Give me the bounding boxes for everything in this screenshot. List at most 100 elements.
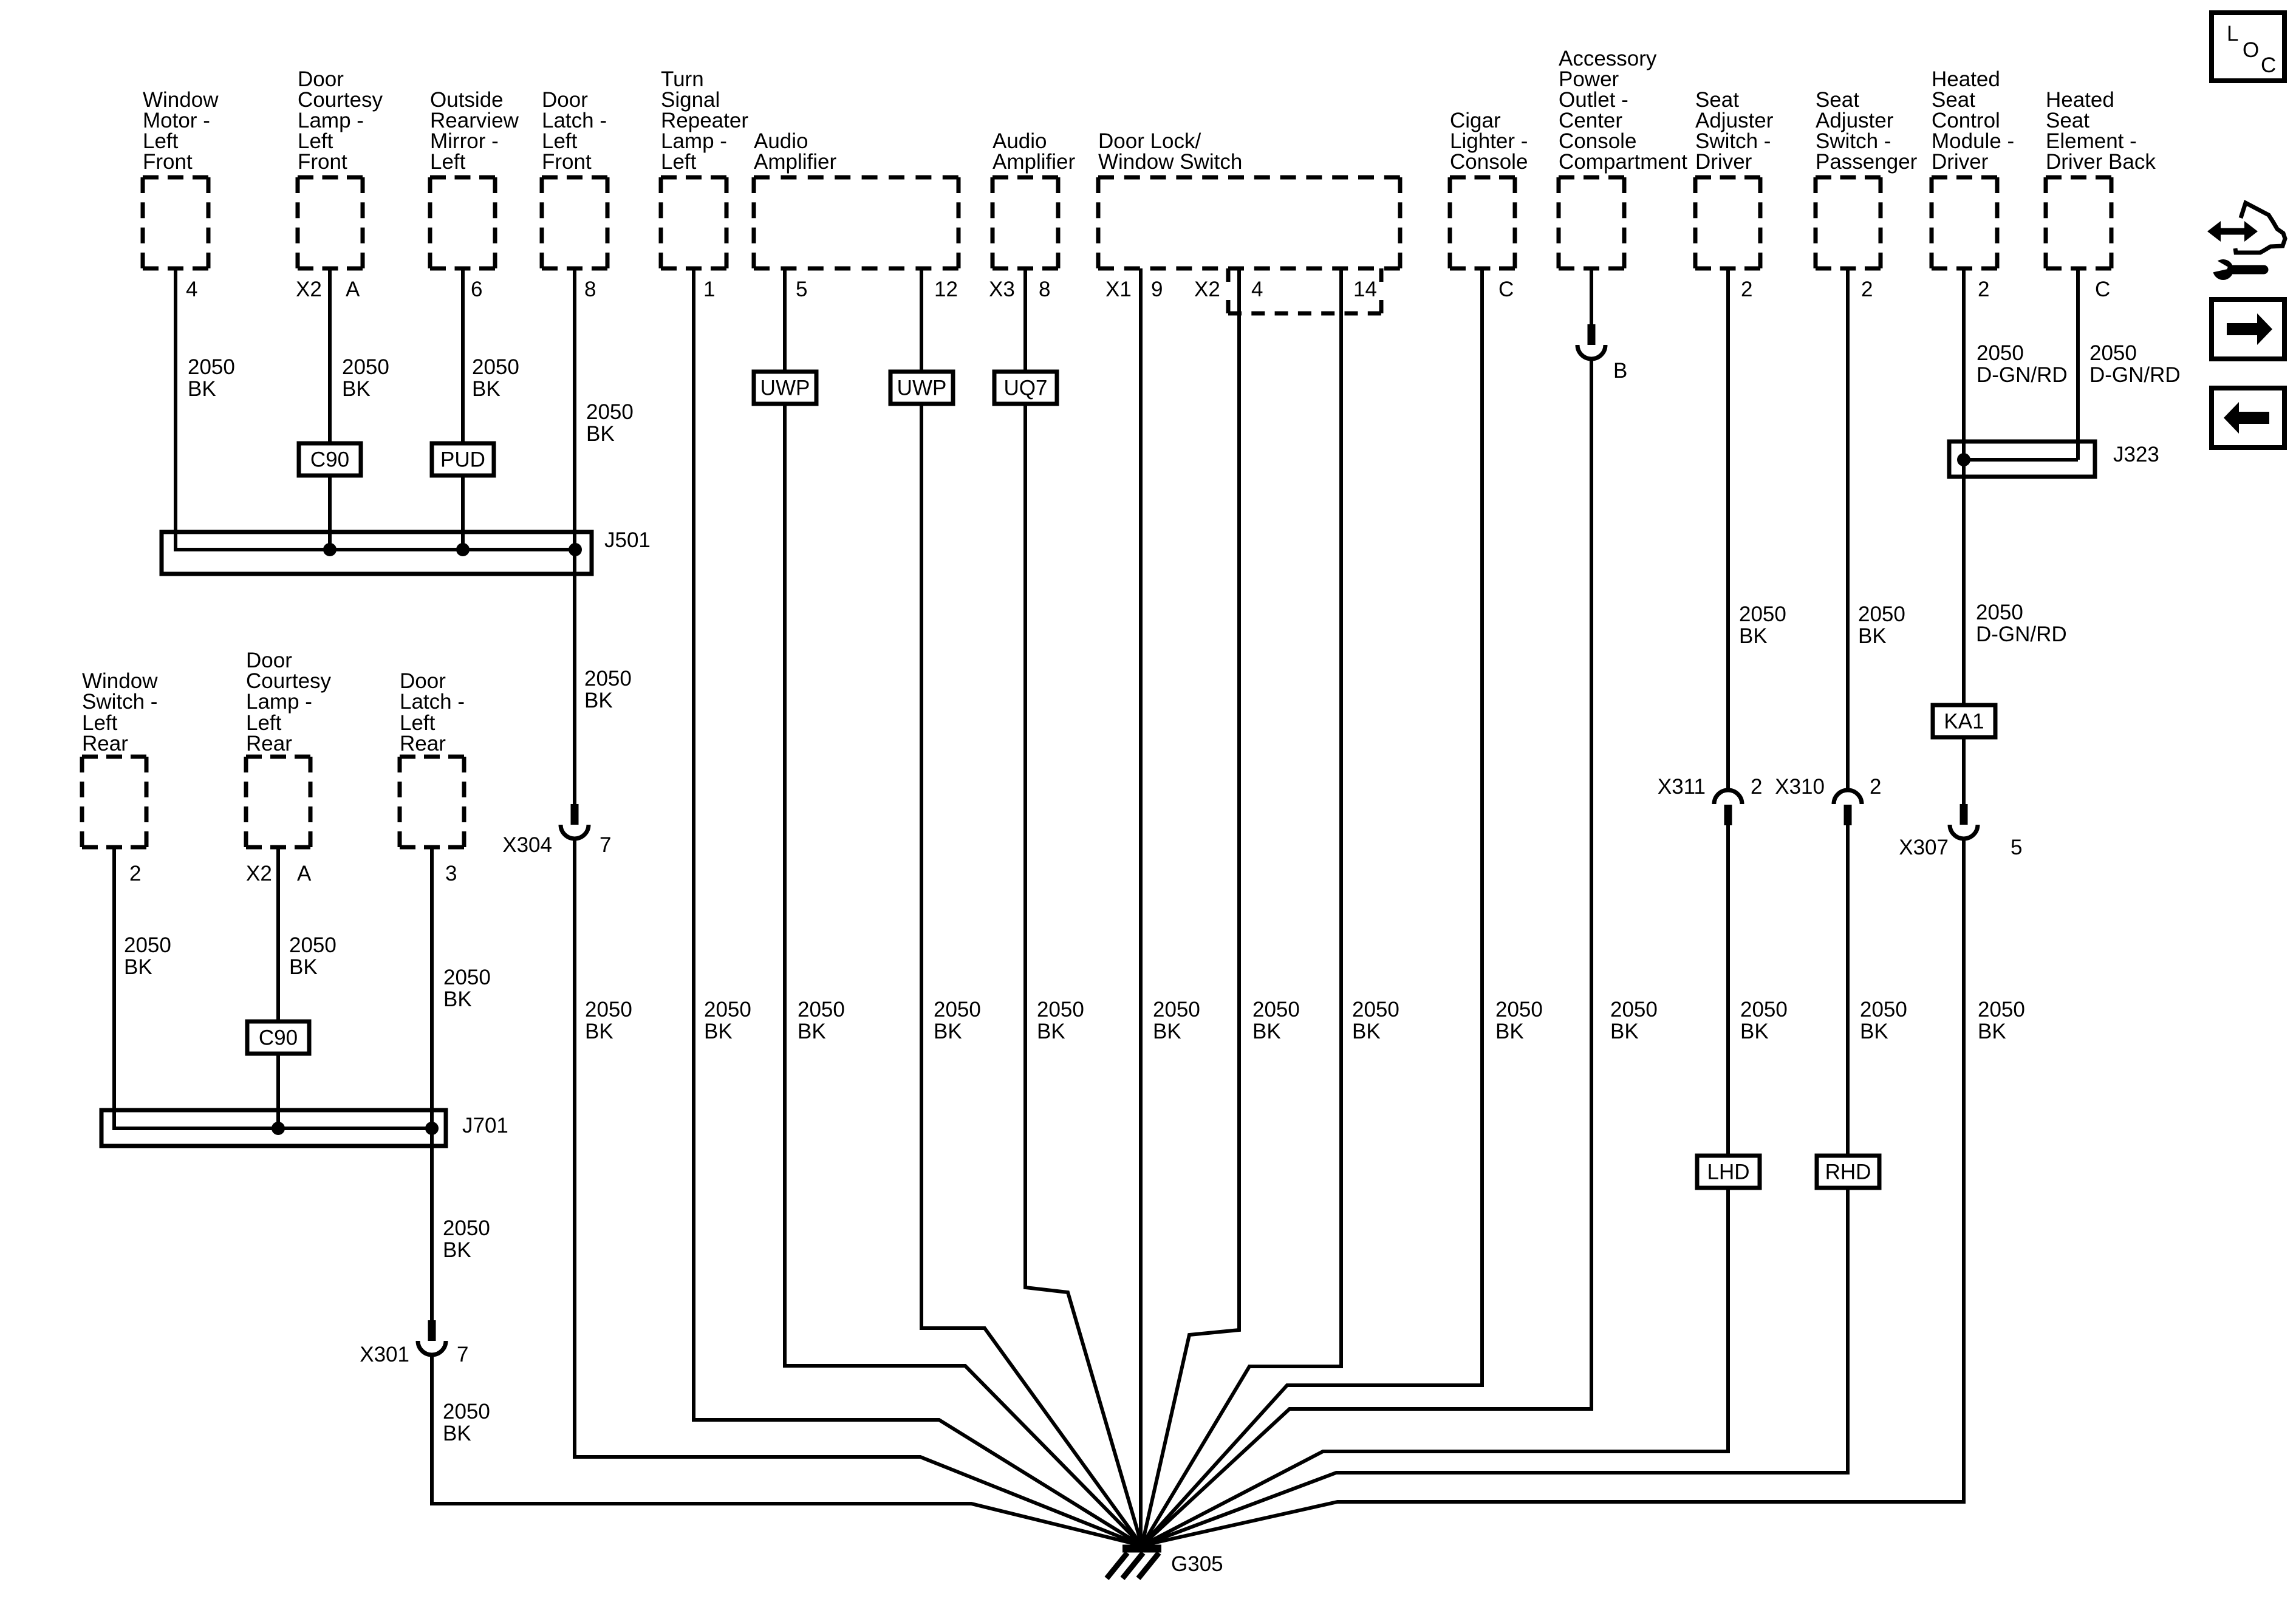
svg-text:2050: 2050 xyxy=(443,1216,490,1240)
svg-text:Turn: Turn xyxy=(661,67,704,91)
svg-text:Outlet -: Outlet - xyxy=(1559,88,1628,112)
svg-text:Window: Window xyxy=(82,669,158,693)
svg-text:Passenger: Passenger xyxy=(1816,150,1918,174)
svg-text:Control: Control xyxy=(1932,109,2000,132)
svg-text:Center: Center xyxy=(1559,109,1622,132)
svg-text:Accessory: Accessory xyxy=(1559,47,1657,70)
svg-text:BK: BK xyxy=(124,955,152,979)
svg-text:7: 7 xyxy=(600,833,611,857)
svg-text:BK: BK xyxy=(1352,1020,1381,1043)
svg-text:Left: Left xyxy=(298,129,333,153)
svg-text:Switch -: Switch - xyxy=(1695,129,1771,153)
svg-text:Left: Left xyxy=(246,711,282,735)
svg-text:Latch -: Latch - xyxy=(400,690,465,714)
svg-text:BK: BK xyxy=(1495,1020,1524,1043)
svg-text:2050: 2050 xyxy=(342,355,389,379)
svg-text:Adjuster: Adjuster xyxy=(1816,109,1894,132)
svg-text:A: A xyxy=(297,862,312,885)
svg-text:BK: BK xyxy=(342,377,371,401)
svg-text:2050: 2050 xyxy=(1977,341,2024,365)
svg-text:Mirror -: Mirror - xyxy=(430,129,499,153)
svg-text:Front: Front xyxy=(143,150,193,174)
svg-text:2050: 2050 xyxy=(1252,998,1300,1021)
svg-text:5: 5 xyxy=(796,278,807,301)
svg-text:Driver: Driver xyxy=(1695,150,1752,174)
svg-text:Rear: Rear xyxy=(400,732,446,755)
svg-text:BK: BK xyxy=(1037,1020,1065,1043)
svg-text:BK: BK xyxy=(1740,1020,1769,1043)
svg-text:2050: 2050 xyxy=(1978,998,2025,1021)
svg-text:4: 4 xyxy=(186,278,197,301)
svg-text:KA1: KA1 xyxy=(1944,710,1984,734)
svg-text:Rearview: Rearview xyxy=(430,109,519,132)
svg-text:2050: 2050 xyxy=(472,355,519,379)
svg-text:2050: 2050 xyxy=(1860,998,1907,1021)
svg-text:2050: 2050 xyxy=(798,998,845,1021)
svg-text:RHD: RHD xyxy=(1825,1161,1871,1184)
svg-text:Lighter -: Lighter - xyxy=(1450,129,1528,153)
svg-text:B: B xyxy=(1613,359,1627,383)
svg-text:Switch -: Switch - xyxy=(82,690,157,714)
svg-text:1: 1 xyxy=(703,278,715,301)
svg-text:2: 2 xyxy=(1870,775,1881,799)
svg-text:X307: X307 xyxy=(1899,836,1949,859)
svg-text:Motor -: Motor - xyxy=(143,109,210,132)
svg-text:BK: BK xyxy=(586,422,615,446)
svg-text:Latch -: Latch - xyxy=(542,109,607,132)
svg-text:BK: BK xyxy=(472,377,501,401)
svg-text:2050: 2050 xyxy=(2089,341,2137,365)
svg-text:D-GN/RD: D-GN/RD xyxy=(2089,363,2181,387)
svg-text:UQ7: UQ7 xyxy=(1004,377,1048,400)
svg-text:BK: BK xyxy=(289,955,318,979)
svg-text:Left: Left xyxy=(143,129,179,153)
svg-text:C: C xyxy=(1498,278,1514,301)
svg-text:C90: C90 xyxy=(259,1026,298,1050)
svg-text:Door: Door xyxy=(542,88,588,112)
svg-text:Left: Left xyxy=(542,129,578,153)
svg-text:J701: J701 xyxy=(462,1114,508,1137)
svg-text:12: 12 xyxy=(934,278,958,301)
svg-text:Signal: Signal xyxy=(661,88,720,112)
svg-text:2050: 2050 xyxy=(188,355,235,379)
svg-text:Compartment: Compartment xyxy=(1559,150,1687,174)
svg-text:Module -: Module - xyxy=(1932,129,2014,153)
svg-text:J501: J501 xyxy=(604,528,651,552)
svg-text:Cigar: Cigar xyxy=(1450,109,1501,132)
svg-text:Courtesy: Courtesy xyxy=(298,88,383,112)
svg-text:Console: Console xyxy=(1559,129,1636,153)
svg-text:BK: BK xyxy=(1610,1020,1639,1043)
svg-text:BK: BK xyxy=(1739,624,1768,648)
svg-text:Left: Left xyxy=(400,711,436,735)
svg-text:G305: G305 xyxy=(1171,1552,1223,1576)
svg-text:2050: 2050 xyxy=(1739,602,1786,626)
svg-text:5: 5 xyxy=(2011,836,2022,859)
svg-text:Seat: Seat xyxy=(1695,88,1739,112)
svg-text:Heated: Heated xyxy=(2046,88,2114,112)
svg-text:Courtesy: Courtesy xyxy=(246,669,332,693)
svg-text:BK: BK xyxy=(1153,1020,1181,1043)
svg-text:BK: BK xyxy=(584,689,613,712)
svg-text:C90: C90 xyxy=(310,448,349,472)
svg-text:2: 2 xyxy=(1751,775,1762,799)
svg-text:Front: Front xyxy=(542,150,592,174)
svg-text:14: 14 xyxy=(1353,278,1377,301)
svg-text:2050: 2050 xyxy=(1976,601,2023,624)
svg-text:2050: 2050 xyxy=(443,1400,490,1423)
svg-text:Lamp -: Lamp - xyxy=(298,109,364,132)
svg-text:X2: X2 xyxy=(296,278,322,301)
svg-text:Heated: Heated xyxy=(1932,67,2000,91)
svg-text:BK: BK xyxy=(443,987,472,1011)
svg-text:Door: Door xyxy=(298,67,344,91)
svg-text:2050: 2050 xyxy=(585,998,632,1021)
svg-text:X310: X310 xyxy=(1775,775,1825,799)
svg-text:C: C xyxy=(2095,278,2110,301)
svg-text:X2: X2 xyxy=(246,862,272,885)
svg-text:8: 8 xyxy=(1039,278,1050,301)
svg-text:BK: BK xyxy=(585,1020,613,1043)
svg-text:2050: 2050 xyxy=(443,966,491,989)
svg-text:BK: BK xyxy=(1860,1020,1888,1043)
svg-text:2050: 2050 xyxy=(586,400,634,424)
svg-text:Door Lock/: Door Lock/ xyxy=(1098,129,1201,153)
svg-text:O: O xyxy=(2243,38,2259,62)
svg-text:Lamp -: Lamp - xyxy=(246,690,312,714)
